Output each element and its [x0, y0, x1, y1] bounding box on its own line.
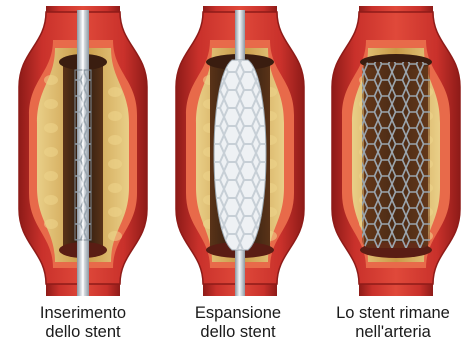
plaque-blob	[108, 111, 122, 121]
plaque-blob	[108, 231, 122, 241]
caption-expansion: Espansione dello stent	[163, 304, 313, 342]
plaque-blob	[44, 171, 58, 181]
caption-remains-line-2: nell'arteria	[318, 323, 467, 342]
plaque-blob	[44, 99, 58, 109]
plaque-blob	[44, 219, 58, 229]
deployed-stent	[362, 62, 430, 248]
plaque-blob	[108, 207, 122, 217]
plaque-blob	[44, 75, 58, 85]
plaque-blob	[108, 183, 122, 193]
plaque-blob	[44, 123, 58, 133]
plaque-blob	[44, 147, 58, 157]
caption-insertion: Inserimento dello stent	[8, 304, 158, 342]
plaque-blob	[108, 159, 122, 169]
plaque-blob	[108, 135, 122, 145]
caption-expansion-line-1: Espansione	[163, 304, 313, 323]
caption-remains: Lo stent rimane nell'arteria	[318, 304, 467, 342]
expanding-stent	[214, 60, 266, 250]
caption-expansion-line-2: dello stent	[163, 323, 313, 342]
caption-insertion-line-1: Inserimento	[8, 304, 158, 323]
panel-insertion	[19, 6, 147, 296]
plaque-blob	[44, 195, 58, 205]
plaque-blob	[108, 87, 122, 97]
panel-remains	[332, 6, 460, 296]
panel-expansion	[176, 6, 304, 296]
caption-insertion-line-2: dello stent	[8, 323, 158, 342]
caption-remains-line-1: Lo stent rimane	[318, 304, 467, 323]
